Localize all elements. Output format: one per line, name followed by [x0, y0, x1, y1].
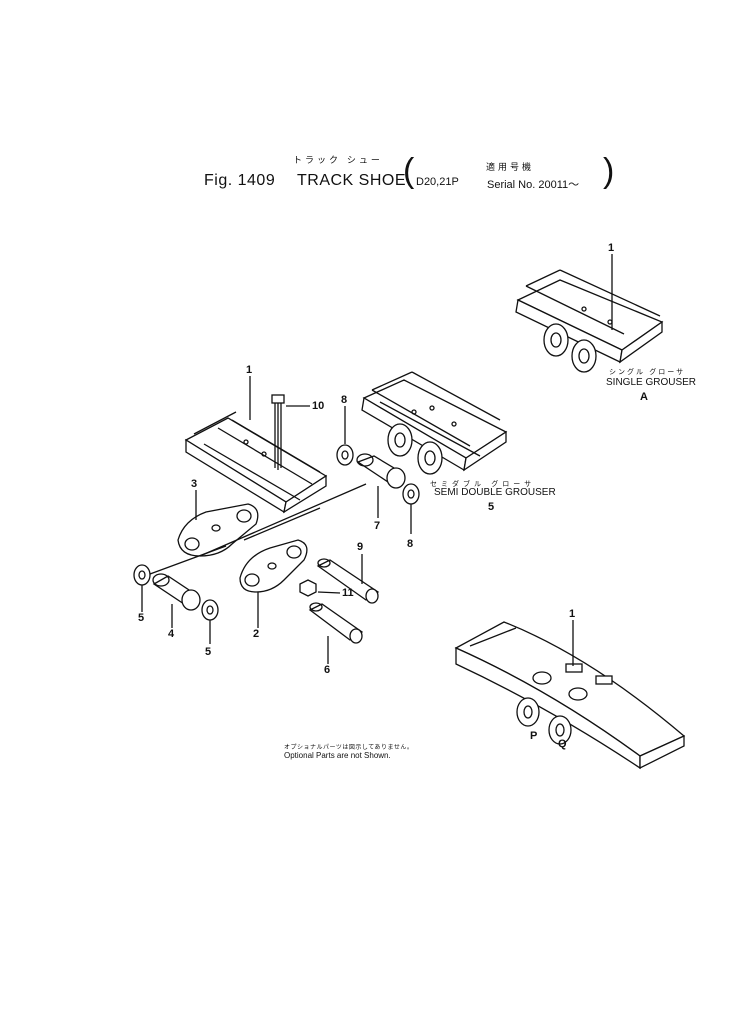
- left-parenthesis: (: [403, 152, 415, 190]
- dust-seal-upper: [336, 444, 354, 466]
- leader-line-11: [317, 591, 341, 594]
- triple-grouser-shoe: [184, 411, 328, 514]
- track-pin-9: [316, 558, 380, 604]
- swamp-shoe-code-q: Q: [558, 738, 567, 750]
- swamp-shoe-code-p: P: [530, 730, 538, 742]
- note-jp: オプショナルパーツは図示してありません。: [284, 745, 414, 751]
- callout-2: 2: [253, 628, 260, 640]
- callout-4: 4: [168, 628, 175, 640]
- single-grouser-code: A: [640, 391, 648, 403]
- callout-7: 7: [374, 520, 381, 532]
- dust-seal-right: [201, 599, 219, 621]
- assembly-line-c: [243, 507, 321, 541]
- single-grouser-label: SINGLE GROUSER: [606, 377, 697, 388]
- right-parenthesis: ): [603, 152, 615, 190]
- callout-11: 11: [342, 587, 354, 599]
- assembly-line-b: [149, 545, 227, 575]
- semi-double-grouser-shoe: [361, 371, 508, 475]
- track-pin-6: [308, 602, 364, 644]
- bushing-upper: [356, 453, 406, 489]
- serial-number: Serial No. 20011～: [487, 179, 580, 191]
- callout-1-swamp: 1: [569, 608, 576, 620]
- semi-double-label: SEMI DOUBLE GROUSER: [434, 487, 556, 498]
- callout-8-lower: 8: [407, 538, 414, 550]
- callout-5-left: 5: [138, 612, 145, 624]
- semi-double-jp-label: セミダブル グローサ: [430, 480, 536, 488]
- assembly-line-a: [199, 483, 367, 557]
- callout-1-triple: 1: [246, 364, 253, 376]
- callout-5-right: 5: [205, 646, 212, 658]
- callout-9: 9: [357, 541, 364, 553]
- single-grouser-shoe: [515, 269, 664, 373]
- figure-title: TRACK SHOE: [297, 172, 407, 189]
- bushing-lower: [152, 573, 201, 611]
- dust-seal-lower: [402, 483, 420, 505]
- swamp-shoe: [454, 621, 686, 770]
- callout-6: 6: [324, 664, 331, 676]
- callout-3: 3: [191, 478, 198, 490]
- track-link-2: [239, 539, 308, 593]
- dust-seal-left: [133, 564, 151, 586]
- model-number: D20,21P: [416, 176, 459, 188]
- callout-1-single: 1: [608, 242, 615, 254]
- figure-number: Fig. 1409: [204, 172, 276, 189]
- title-jp-name: トラック シュー: [293, 156, 383, 166]
- shoe-bolt: [271, 394, 285, 470]
- single-grouser-jp-label: シングル グローサ: [609, 368, 686, 376]
- shoe-nut: [299, 579, 317, 597]
- semi-double-code: 5: [488, 501, 495, 513]
- title-jp-applicable: 適用号機: [486, 163, 535, 173]
- callout-10: 10: [312, 400, 325, 412]
- callout-8-upper: 8: [341, 394, 348, 406]
- note-en: Optional Parts are not Shown.: [284, 751, 391, 760]
